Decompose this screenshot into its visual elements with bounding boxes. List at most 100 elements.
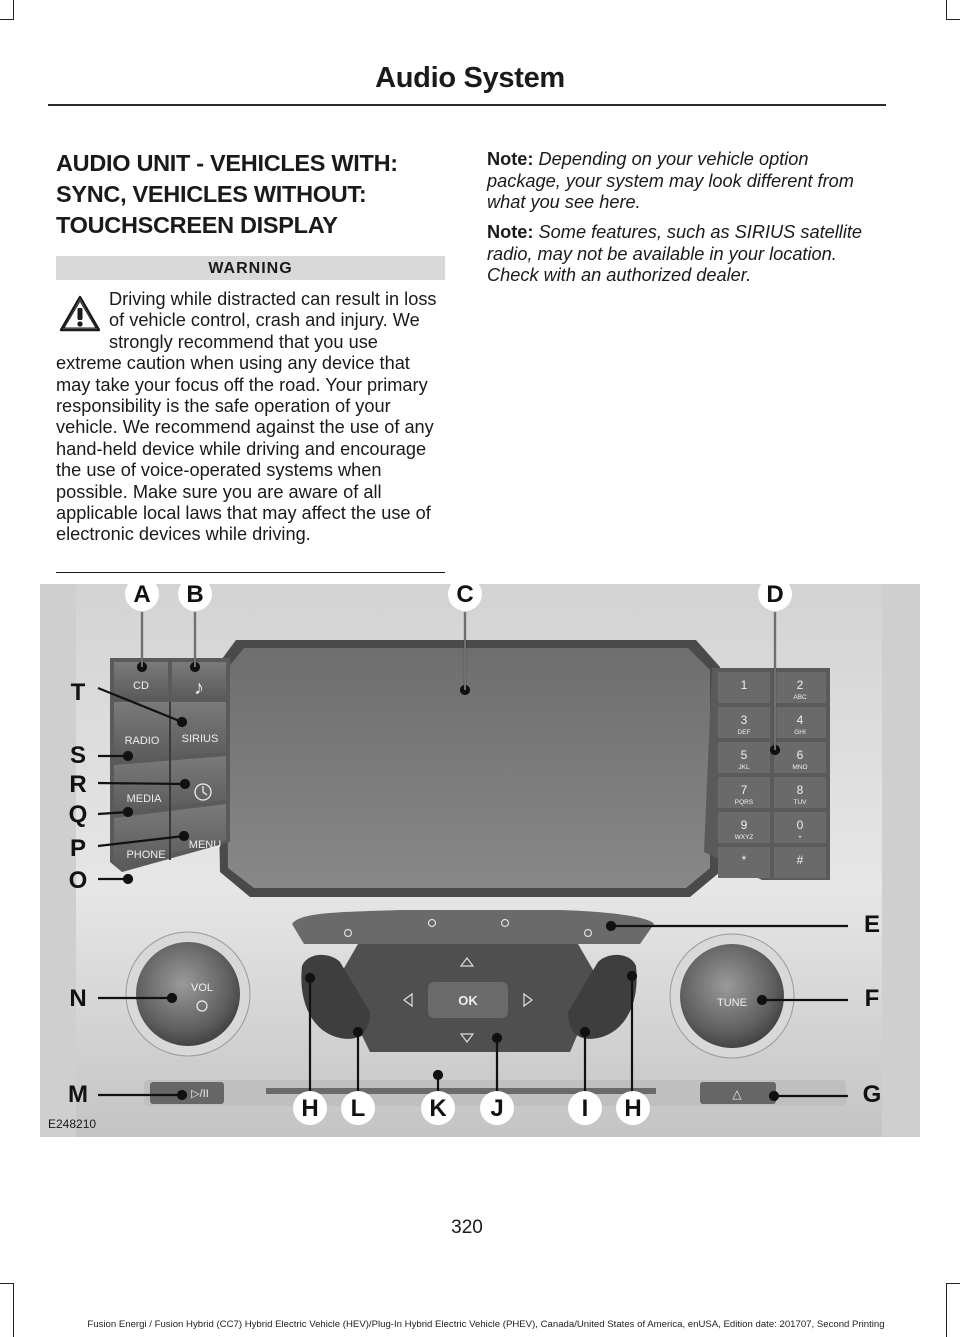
callout-b: B (186, 581, 203, 608)
header-rule (48, 104, 886, 106)
callout-s: S (70, 742, 86, 769)
callout-badge (448, 577, 482, 611)
right-arrow-icon (523, 992, 533, 1008)
keypad-key-number: # (797, 853, 804, 867)
keypad-key-number: 7 (741, 783, 748, 797)
vol-knob-label: VOL (191, 982, 213, 994)
section-heading-line: SYNC, VEHICLES WITHOUT: (56, 181, 367, 207)
menu-button-label: MENU (189, 839, 221, 851)
callout-badge (480, 1091, 514, 1125)
keypad-key-letters: PQRS (735, 799, 754, 806)
note-paragraph: Note: Some features, such as SIRIUS sate… (487, 222, 882, 287)
display-screen (226, 648, 710, 888)
crop-mark (0, 19, 14, 20)
warning-text: Driving while distracted can result in l… (56, 289, 437, 545)
crop-mark (946, 1283, 947, 1337)
keypad-key (774, 672, 826, 703)
volume-knob: VOL (125, 931, 251, 1057)
callout-t: T (71, 679, 86, 706)
callout-badge (758, 577, 792, 611)
power-icon (196, 1000, 208, 1012)
callout-h: H (624, 1095, 641, 1122)
sirius-button-label: SIRIUS (182, 733, 219, 745)
tune-knob-label: TUNE (717, 997, 747, 1009)
keypad-key-letters: TUV (794, 799, 808, 806)
crop-mark (946, 1283, 960, 1284)
keypad-key (774, 847, 826, 878)
warning-rule (56, 572, 445, 573)
keypad-key (718, 742, 770, 773)
keypad-key-letters: MNO (792, 764, 807, 771)
keypad-key-letters: + (798, 834, 802, 841)
ok-button-label: OK (458, 993, 478, 1008)
note-text: Depending on your vehicle option package… (487, 149, 854, 212)
callout-d: D (766, 581, 783, 608)
crop-mark (946, 19, 960, 20)
crop-mark (946, 0, 947, 20)
keypad-key (718, 812, 770, 843)
page-number: 320 (451, 1217, 483, 1238)
music-note-icon: ♪ (194, 677, 204, 699)
callout-f: F (865, 985, 880, 1012)
keypad-key-number: 9 (741, 818, 748, 832)
seek-forward-button (568, 954, 637, 1039)
keypad-key (774, 777, 826, 808)
keypad-key-letters: WXYZ (735, 834, 754, 841)
up-arrow-icon (459, 957, 475, 967)
note-paragraph: Note: Depending on your vehicle option p… (487, 149, 882, 214)
keypad-key-number: 0 (797, 818, 804, 832)
crop-mark (13, 1283, 14, 1337)
callout-p: P (70, 835, 86, 862)
callout-r: R (69, 771, 86, 798)
navigation-cluster: OK (301, 944, 637, 1052)
keypad-key-letters: GHI (794, 729, 806, 736)
keypad-key (718, 777, 770, 808)
cd-button-label: CD (133, 680, 149, 692)
callout-l: L (351, 1095, 366, 1122)
callout-badge (616, 1091, 650, 1125)
keypad-key-letters: JKL (738, 764, 750, 771)
figure-id: E248210 (48, 1117, 96, 1131)
cd-slot (266, 1088, 656, 1094)
keypad-key-letters: ABC (793, 694, 807, 701)
media-button-label: MEDIA (127, 793, 163, 805)
footer-text: Fusion Energi / Fusion Hybrid (CC7) Hybr… (87, 1319, 885, 1330)
keypad-key-number: 5 (741, 748, 748, 762)
left-button-panel: CD ♪ RADIO SIRIUS MEDIA PHONE MENU (110, 658, 230, 872)
keypad-key (774, 812, 826, 843)
tune-knob: TUNE (669, 933, 795, 1059)
keypad-key-number: 4 (797, 713, 804, 727)
keypad-key (774, 742, 826, 773)
preset-bar (292, 910, 654, 944)
crop-mark (0, 1283, 14, 1284)
callout-badge (568, 1091, 602, 1125)
note-label: Note: (487, 149, 534, 169)
callout-badge (341, 1091, 375, 1125)
callout-q: Q (69, 801, 88, 828)
callout-o: O (69, 867, 88, 894)
callout-badge (178, 577, 212, 611)
section-heading-line: TOUCHSCREEN DISPLAY (56, 212, 338, 238)
keypad-key (774, 707, 826, 738)
callout-i: I (582, 1095, 589, 1122)
seek-back-button (301, 954, 370, 1039)
warning-label: WARNING (56, 256, 445, 280)
clock-icon (194, 783, 212, 801)
keypad-key-number: 6 (797, 748, 804, 762)
play-pause-icon: ▷/II (191, 1088, 209, 1100)
keypad-key-number: * (742, 853, 747, 867)
note-label: Note: (487, 222, 534, 242)
down-arrow-icon (459, 1033, 475, 1043)
keypad-key-letters: DEF (738, 729, 751, 736)
phone-button-label: PHONE (126, 849, 165, 861)
callout-c: C (456, 581, 473, 608)
section-heading: AUDIO UNIT - VEHICLES WITH: SYNC, VEHICL… (56, 148, 456, 241)
eject-icon: △ (732, 1087, 742, 1101)
callout-m: M (68, 1081, 88, 1108)
callout-a: A (133, 581, 150, 608)
callout-badge (125, 577, 159, 611)
callout-g: G (863, 1081, 882, 1108)
